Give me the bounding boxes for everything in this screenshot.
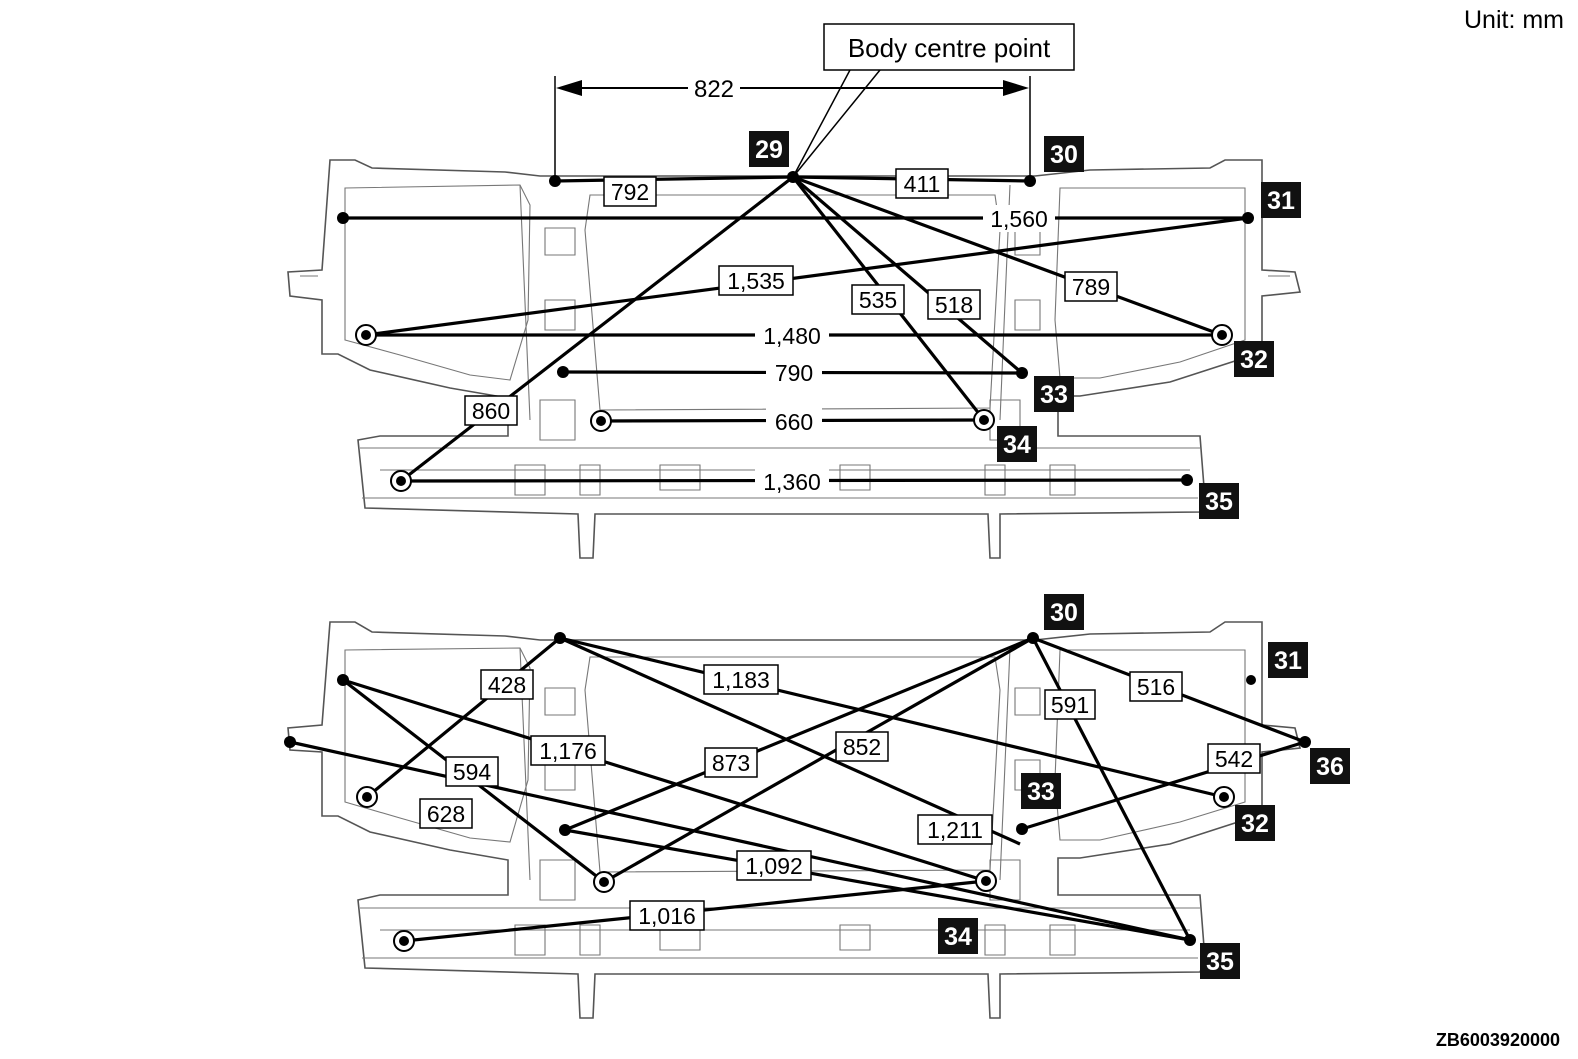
top-dim-411: 411 xyxy=(895,168,949,199)
svg-text:790: 790 xyxy=(775,360,813,386)
bottom-dim-1183: 1,183 xyxy=(703,664,779,695)
top-point-35: 35 xyxy=(1199,483,1239,519)
top-dim-535: 535 xyxy=(851,284,905,315)
svg-text:860: 860 xyxy=(472,398,510,424)
top-dim-660: 660 xyxy=(766,408,822,435)
svg-text:591: 591 xyxy=(1051,692,1089,718)
svg-text:792: 792 xyxy=(611,179,649,205)
svg-text:1,016: 1,016 xyxy=(638,903,696,929)
svg-text:35: 35 xyxy=(1205,488,1233,516)
svg-text:1,535: 1,535 xyxy=(727,268,785,294)
svg-text:1,360: 1,360 xyxy=(763,469,821,495)
svg-text:789: 789 xyxy=(1072,274,1110,300)
measure-points xyxy=(284,171,1311,952)
bottom-dim-542: 542 xyxy=(1207,743,1261,774)
svg-text:33: 33 xyxy=(1027,778,1055,806)
top-dim-518: 518 xyxy=(927,289,981,320)
svg-text:29: 29 xyxy=(755,136,783,164)
bottom-point-34: 34 xyxy=(938,918,978,954)
svg-text:1,560: 1,560 xyxy=(990,206,1048,232)
top-dim-1535: 1,535 xyxy=(718,265,794,296)
svg-text:873: 873 xyxy=(712,750,750,776)
bottom-point-30: 30 xyxy=(1044,594,1084,630)
svg-text:852: 852 xyxy=(843,734,881,760)
svg-text:32: 32 xyxy=(1241,810,1269,838)
bottom-lines xyxy=(289,636,1306,943)
bottom-dim-591: 591 xyxy=(1044,689,1096,720)
top-dim-789: 789 xyxy=(1064,271,1118,302)
top-dim-1480: 1,480 xyxy=(755,322,829,349)
bottom-point-35: 35 xyxy=(1200,943,1240,979)
svg-text:1,092: 1,092 xyxy=(745,853,803,879)
bottom-point-33: 33 xyxy=(1021,773,1061,809)
top-point-31: 31 xyxy=(1261,182,1301,218)
figure-code: ZB6003920000 xyxy=(1435,1030,1560,1050)
top-dim-860: 860 xyxy=(464,395,518,426)
svg-text:Body centre point: Body centre point xyxy=(848,33,1051,63)
dimension-822: 822 xyxy=(694,76,734,103)
svg-text:35: 35 xyxy=(1206,948,1234,976)
top-point-30: 30 xyxy=(1044,136,1084,172)
top-point-33: 33 xyxy=(1034,376,1074,412)
bottom-dim-516: 516 xyxy=(1129,671,1183,702)
top-point-29: 29 xyxy=(749,131,789,167)
svg-text:628: 628 xyxy=(427,801,465,827)
svg-text:1,211: 1,211 xyxy=(927,817,983,843)
svg-text:1,176: 1,176 xyxy=(539,738,597,764)
svg-text:34: 34 xyxy=(944,923,972,951)
bottom-dim-852: 852 xyxy=(835,731,889,762)
bottom-dim-594: 594 xyxy=(445,756,499,787)
svg-text:518: 518 xyxy=(935,292,973,318)
svg-text:30: 30 xyxy=(1050,141,1078,169)
svg-text:33: 33 xyxy=(1040,381,1068,409)
unit-label: Unit: mm xyxy=(1464,6,1564,34)
top-dim-792: 792 xyxy=(603,176,657,207)
top-point-32: 32 xyxy=(1234,341,1274,377)
svg-text:36: 36 xyxy=(1316,753,1344,781)
svg-text:660: 660 xyxy=(775,409,813,435)
svg-text:428: 428 xyxy=(488,672,526,698)
svg-text:411: 411 xyxy=(904,171,941,197)
top-point-34: 34 xyxy=(997,426,1037,462)
top-dim-790: 790 xyxy=(766,359,822,386)
bottom-dim-1211: 1,211 xyxy=(917,814,993,845)
bottom-dim-628: 628 xyxy=(419,798,473,829)
svg-text:594: 594 xyxy=(453,759,492,785)
svg-text:516: 516 xyxy=(1137,674,1175,700)
svg-text:31: 31 xyxy=(1274,647,1302,675)
body-centre-callout: Body centre point xyxy=(823,23,1075,71)
bottom-point-36: 36 xyxy=(1310,748,1350,784)
svg-text:535: 535 xyxy=(859,287,897,313)
bottom-point-32: 32 xyxy=(1235,805,1275,841)
bottom-dim-1092: 1,092 xyxy=(736,850,812,881)
bottom-dim-428: 428 xyxy=(480,669,534,700)
bottom-dim-1016: 1,016 xyxy=(629,900,705,931)
top-dim-1360: 1,360 xyxy=(755,468,829,495)
svg-text:30: 30 xyxy=(1050,599,1078,627)
svg-text:31: 31 xyxy=(1267,187,1295,215)
top-dim-1560: 1,560 xyxy=(983,205,1055,232)
bottom-dim-873: 873 xyxy=(704,747,758,778)
svg-text:542: 542 xyxy=(1215,746,1253,772)
top-lines xyxy=(343,69,1249,483)
svg-text:1,183: 1,183 xyxy=(712,667,770,693)
bottom-dim-1176: 1,176 xyxy=(530,735,606,766)
bottom-point-31: 31 xyxy=(1268,642,1308,678)
svg-text:32: 32 xyxy=(1240,346,1268,374)
svg-text:1,480: 1,480 xyxy=(763,323,821,349)
svg-text:34: 34 xyxy=(1003,431,1031,459)
